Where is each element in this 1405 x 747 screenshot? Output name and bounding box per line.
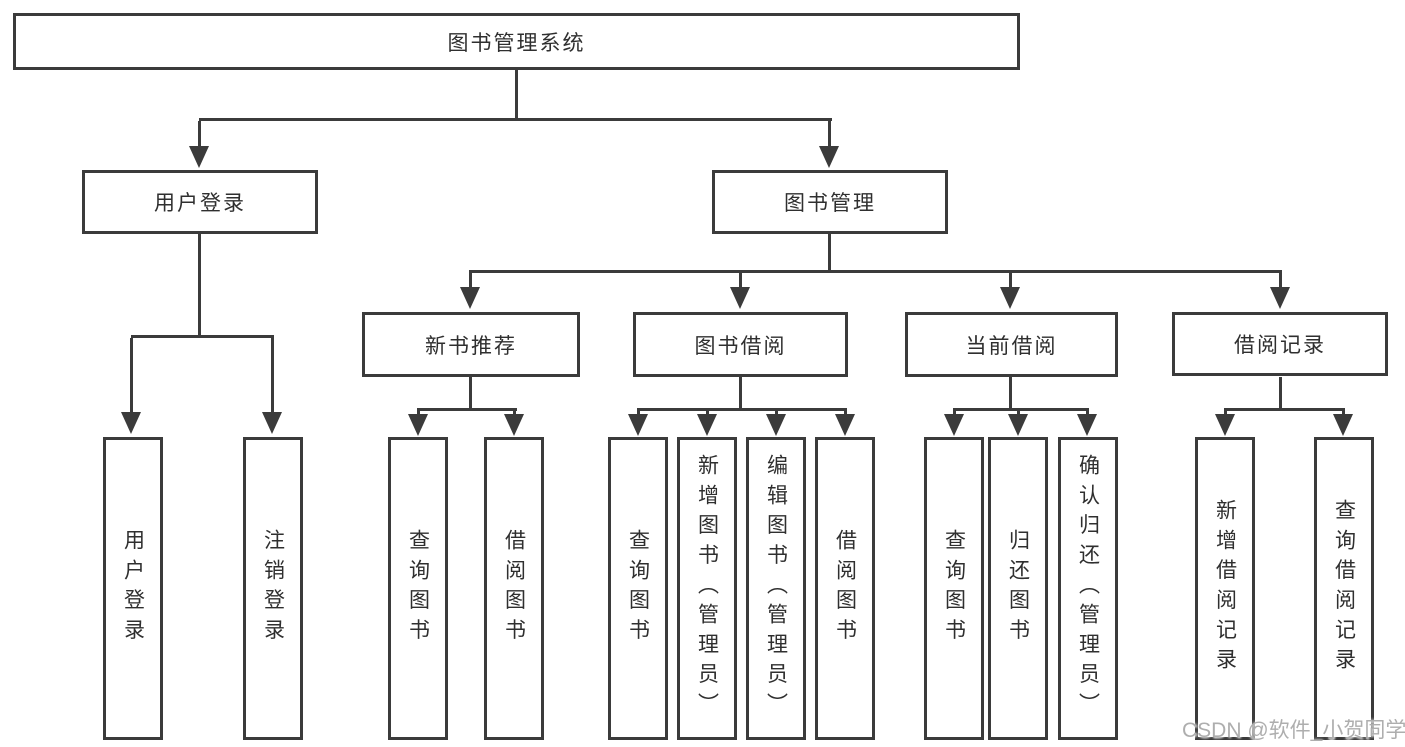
connector-vline [1017,411,1020,415]
node-label: 图书管理 [784,192,876,215]
arrow-down-icon [1333,414,1353,436]
connector-vline [1009,377,1012,408]
leaf-confirm-return-admin: 确认归还（管理员） [1058,437,1118,740]
connector-vline [1279,377,1282,408]
leaf-label: 确认归还（管理员） [1076,454,1100,723]
connector-hline [953,408,1089,411]
connector-vline [1342,411,1345,415]
csdn-watermark: CSDN @软件_小贺同学 [1182,719,1405,742]
leaf-label: 注销登录 [261,528,285,649]
node-label: 当前借阅 [965,334,1058,358]
node-borrowing-records: 借阅记录 [1172,312,1388,376]
arrow-down-icon [408,414,428,436]
leaf-query-borrow-record: 查询借阅记录 [1314,437,1374,740]
connector-vline [828,121,831,148]
connector-vline [271,338,274,412]
connector-hline [469,270,1282,273]
arrow-down-icon [460,287,480,309]
connector-vline [739,377,742,408]
arrow-down-icon [766,414,786,436]
arrow-down-icon [835,414,855,436]
arrow-down-icon [1008,414,1028,436]
connector-vline [706,411,709,415]
arrow-down-icon [944,414,964,436]
arrow-down-icon [730,287,750,309]
node-library-management-system: 图书管理系统 [13,13,1020,70]
leaf-label: 借阅图书 [502,528,526,649]
connector-vline [198,234,201,335]
connector-vline [739,273,742,287]
leaf-borrow-books-recommend: 借阅图书 [484,437,544,740]
arrow-down-icon [1270,287,1290,309]
arrow-down-icon [819,146,839,168]
node-new-book-recommend: 新书推荐 [362,312,580,377]
leaf-query-books-recommend: 查询图书 [388,437,448,740]
connector-vline [637,411,640,415]
connector-vline [844,411,847,415]
arrow-down-icon [628,414,648,436]
connector-vline [130,338,133,412]
node-book-management: 图书管理 [712,170,948,234]
connector-vline [513,411,516,415]
arrow-down-icon [1000,287,1020,309]
arrow-down-icon [1077,414,1097,436]
node-label: 新书推荐 [425,334,517,358]
leaf-label: 新增借阅记录 [1213,499,1237,678]
arrow-down-icon [121,412,141,434]
leaf-edit-books-admin: 编辑图书（管理员） [746,437,806,740]
node-label: 用户登录 [154,192,246,215]
connector-vline [775,411,778,415]
node-user-login: 用户登录 [82,170,318,234]
connector-vline [828,234,831,270]
connector-vline [198,121,201,148]
connector-hline [637,408,847,411]
arrow-down-icon [189,146,209,168]
connector-vline [469,273,472,287]
connector-hline [1224,408,1345,411]
connector-vline [1086,411,1089,415]
leaf-add-borrow-record: 新增借阅记录 [1195,437,1255,740]
leaf-return-books: 归还图书 [988,437,1048,740]
leaf-label: 用户登录 [121,528,145,649]
node-label: 图书借阅 [694,334,787,358]
connector-vline [1009,273,1012,287]
leaf-label: 归还图书 [1006,528,1030,649]
arrow-down-icon [697,414,717,436]
connector-hline [199,118,832,121]
connector-hline [417,408,517,411]
leaf-add-books-admin: 新增图书（管理员） [677,437,737,740]
node-current-borrowing: 当前借阅 [905,312,1118,377]
leaf-label: 查询图书 [406,528,430,649]
connector-hline [131,335,274,338]
connector-vline [953,411,956,415]
connector-vline [469,377,472,408]
leaf-user-login: 用户登录 [103,437,163,740]
leaf-label: 查询借阅记录 [1332,499,1356,678]
leaf-label: 编辑图书（管理员） [764,454,788,723]
connector-vline [417,411,420,415]
leaf-label: 查询图书 [942,528,966,649]
connector-vline [515,70,518,118]
arrow-down-icon [1215,414,1235,436]
leaf-query-books-current: 查询图书 [924,437,984,740]
node-label: 图书管理系统 [447,31,586,55]
leaf-query-books-borrowing: 查询图书 [608,437,668,740]
leaf-borrow-books: 借阅图书 [815,437,875,740]
arrow-down-icon [504,414,524,436]
node-label: 借阅记录 [1234,334,1326,357]
connector-vline [1279,273,1282,287]
leaf-label: 新增图书（管理员） [695,454,719,723]
leaf-label: 借阅图书 [833,528,857,649]
leaf-label: 查询图书 [626,528,650,649]
connector-vline [1224,411,1227,415]
arrow-down-icon [262,412,282,434]
node-book-borrowing: 图书借阅 [633,312,848,377]
leaf-logout: 注销登录 [243,437,303,740]
